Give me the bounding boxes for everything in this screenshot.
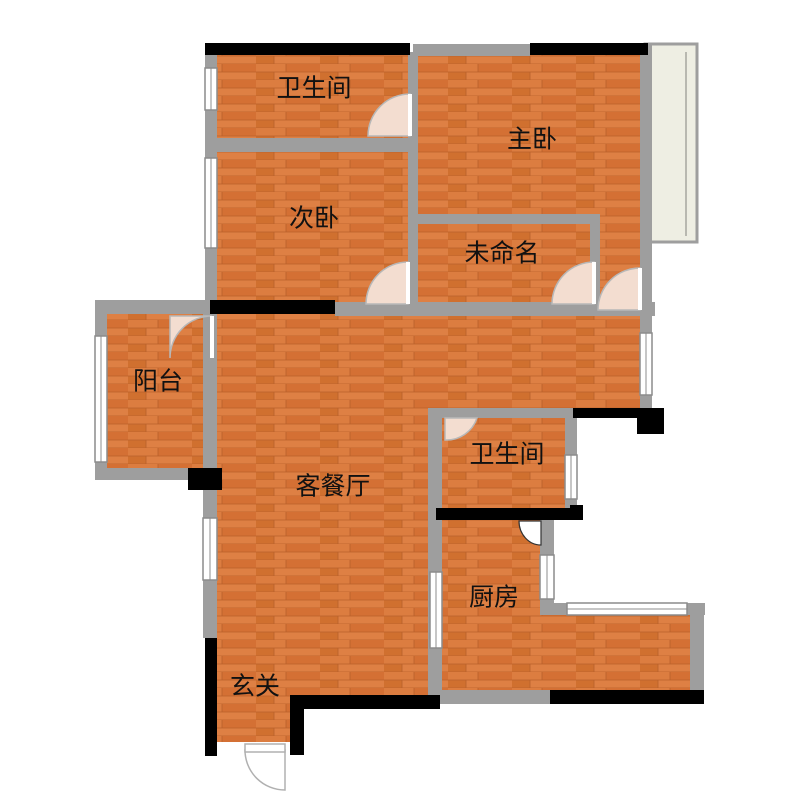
door-second-bedroom (365, 261, 409, 305)
windows (94, 67, 688, 649)
label-bathroom-top: 卫生间 (276, 74, 351, 103)
doors (169, 93, 642, 791)
door-unnamed (551, 261, 595, 305)
floor-master-bedroom (410, 55, 642, 310)
floor-balcony (105, 312, 210, 472)
floors (105, 55, 695, 742)
door-kitchen (518, 520, 542, 546)
walls-black (188, 43, 704, 756)
exterior-balcony (643, 42, 699, 244)
label-master-bedroom: 主卧 (507, 125, 557, 154)
room-labels: 卫生间 主卧 次卧 未命名 阳台 客餐厅 卫生间 厨房 玄关 (133, 74, 557, 701)
door-bathroom-mid (444, 417, 479, 441)
label-entrance: 玄关 (230, 672, 280, 701)
label-living-dining: 客餐厅 (295, 472, 370, 501)
door-master-bedroom (597, 267, 641, 311)
label-unnamed: 未命名 (464, 239, 539, 268)
label-second-bedroom: 次卧 (289, 204, 339, 233)
label-bathroom-mid: 卫生间 (469, 440, 544, 469)
label-kitchen: 厨房 (469, 583, 519, 612)
label-balcony: 阳台 (133, 367, 183, 396)
floor-kitchen (440, 515, 695, 695)
door-entrance (244, 749, 286, 791)
door-balcony (169, 315, 213, 359)
door-bathroom-top (367, 93, 411, 137)
